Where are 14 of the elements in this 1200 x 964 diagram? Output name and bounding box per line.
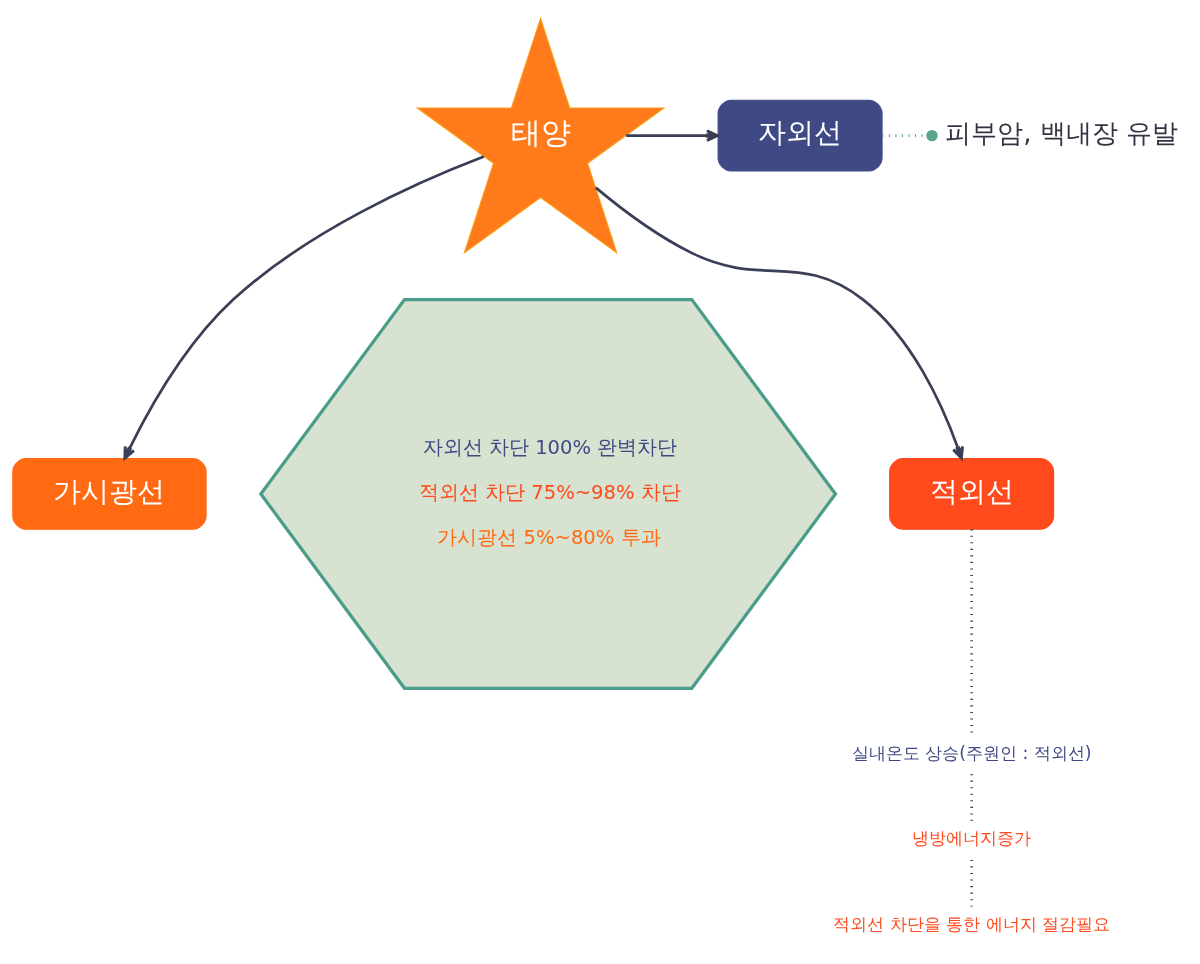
node-text: 실내온도 상승(주원인 : 적외선)	[851, 742, 1092, 763]
arrow	[594, 186, 964, 460]
connector	[882, 129, 938, 142]
connector	[970, 529, 973, 735]
node-text: 피부암, 백내장 유발	[945, 118, 1179, 149]
node-text: 냉방에너지증가	[912, 828, 1032, 849]
connector	[970, 774, 973, 821]
node-box: 가시광선	[12, 458, 207, 530]
arrow	[626, 129, 720, 142]
node-box: 자외선	[717, 99, 883, 172]
node-text: 적외선 차단을 통한 에너지 절감필요	[833, 914, 1111, 935]
node-box: 적외선	[889, 458, 1055, 530]
arrow	[123, 155, 485, 460]
connector	[970, 859, 973, 907]
